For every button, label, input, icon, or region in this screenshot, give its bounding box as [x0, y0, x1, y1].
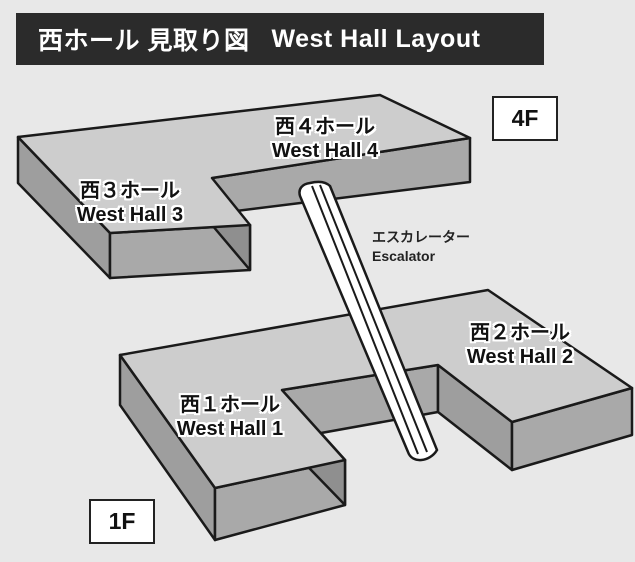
block-1f-top	[118, 288, 634, 490]
hall-west2-ja: 西２ホール	[470, 322, 570, 344]
hall-label-west3: 西３ホール West Hall 3	[50, 180, 210, 227]
floor-4f-block	[16, 93, 472, 280]
escalator-label-en: Escalator	[372, 247, 436, 264]
title-bar: 西ホール 見取り図 West Hall Layout	[16, 13, 544, 65]
escalator-label: エスカレーター Escalator	[372, 228, 470, 266]
hall-west2-en: West Hall 2	[466, 345, 574, 368]
escalator-label-ja: エスカレーター	[372, 229, 470, 245]
hall-label-west4: 西４ホール West Hall 4	[250, 116, 400, 163]
hall-label-west1: 西１ホール West Hall 1	[150, 394, 310, 441]
escalator-rail-1	[311, 185, 419, 455]
hall-west4-ja: 西４ホール	[275, 116, 375, 138]
hall-west1-ja: 西１ホール	[180, 394, 280, 416]
hall-west4-en: West Hall 4	[271, 139, 379, 162]
block-4f-top	[16, 93, 472, 235]
hall-west3-en: West Hall 3	[76, 203, 184, 226]
hall-west1-en: West Hall 1	[176, 417, 284, 440]
floor-1f-block	[118, 288, 634, 542]
title-ja: 西ホール 見取り図	[38, 27, 250, 55]
floor-badge-1f: 1F	[89, 499, 155, 544]
floor-badge-4f: 4F	[492, 96, 558, 141]
escalator-rail-2	[319, 184, 428, 453]
hall-label-west2: 西２ホール West Hall 2	[440, 322, 600, 369]
escalator-graphic	[298, 180, 439, 462]
title-en: West Hall Layout	[271, 24, 481, 53]
hall-west3-ja: 西３ホール	[80, 180, 180, 202]
